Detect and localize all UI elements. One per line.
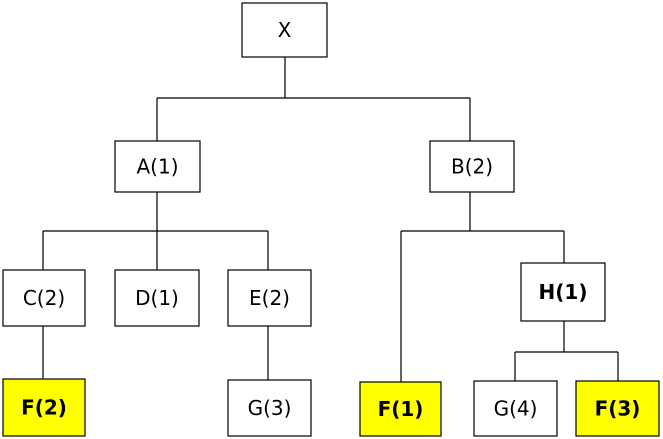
edge-a-children (42, 192, 269, 270)
node-g-under-h: G(4) (473, 380, 558, 437)
node-g-under-e-label: G(3) (248, 396, 292, 420)
node-g-under-e: G(3) (227, 379, 312, 437)
node-d-label: D(1) (135, 286, 179, 310)
edge-h-children (514, 321, 619, 381)
node-f-under-h-label: F(3) (595, 397, 641, 421)
node-h-label: H(1) (539, 280, 588, 304)
node-f-under-b: F(1) (359, 381, 442, 437)
node-f-under-b-label: F(1) (378, 397, 424, 421)
edge-b-children (400, 192, 565, 382)
node-f-under-c: F(2) (2, 378, 86, 437)
node-c: C(2) (2, 269, 86, 327)
node-a-label: A(1) (136, 155, 178, 179)
node-c-label: C(2) (23, 286, 65, 310)
node-g-under-h-label: G(4) (494, 397, 538, 421)
node-x-label: X (278, 18, 292, 42)
node-b-label: B(2) (451, 155, 493, 179)
node-d: D(1) (114, 269, 200, 327)
node-f-under-h: F(3) (575, 380, 660, 437)
node-a: A(1) (114, 140, 201, 193)
node-b: B(2) (429, 140, 515, 193)
node-e: E(2) (227, 269, 312, 327)
node-x: X (241, 2, 328, 58)
node-e-label: E(2) (249, 286, 290, 310)
tree-edges (42, 57, 619, 382)
node-h: H(1) (520, 262, 606, 322)
edge-x-children (156, 57, 471, 141)
node-f-under-c-label: F(2) (21, 396, 67, 420)
